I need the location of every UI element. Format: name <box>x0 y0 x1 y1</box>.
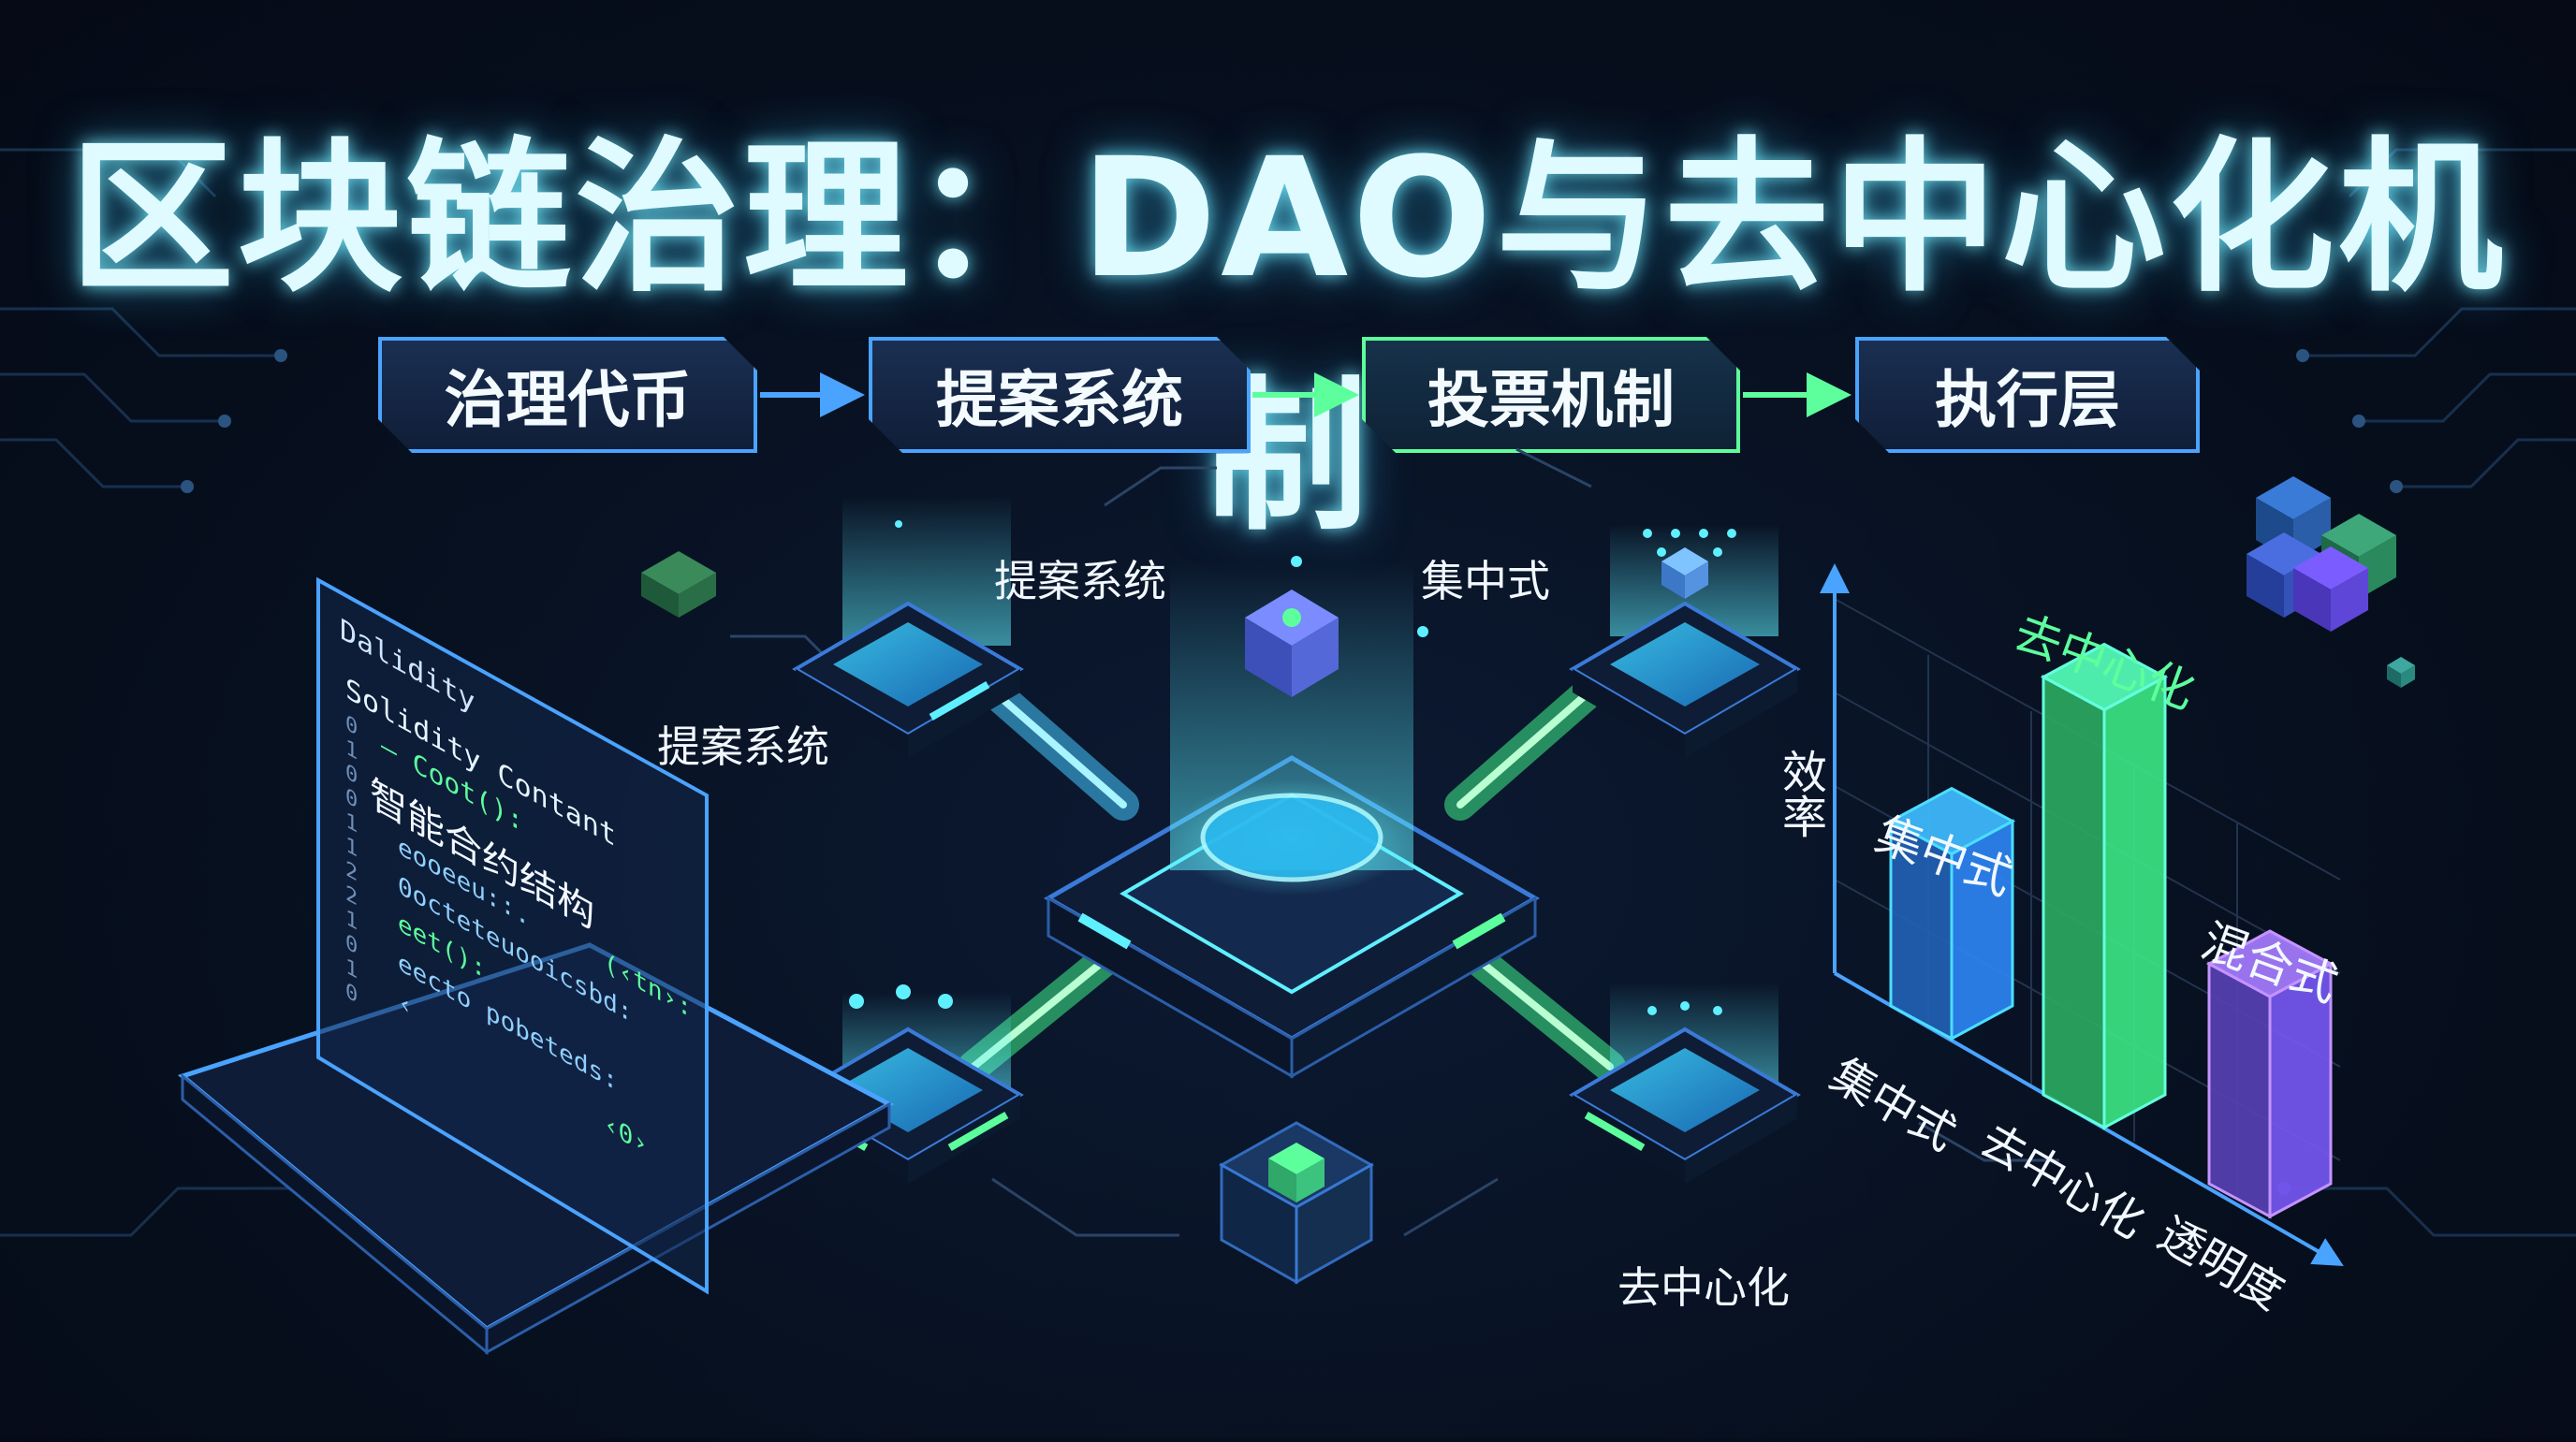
flow-step-label: 提案系统 <box>936 364 1183 436</box>
hub-cube <box>1245 590 1339 697</box>
flow-step-label: 执行层 <box>1935 364 2120 436</box>
chart-bar-face <box>2042 674 2106 1130</box>
chart-bar-face <box>2205 929 2334 998</box>
flow-step-token: 治理代币 <box>378 337 757 453</box>
network-label-bottom-right: 去中心化 <box>1617 1262 1790 1313</box>
page-title: 区块链治理：DAO与去中心化机制 <box>69 123 2507 553</box>
network-label-top-left: 提案系统 <box>994 556 1166 606</box>
chart-bar-face <box>1887 786 2016 856</box>
chart-bar-face <box>2040 642 2169 712</box>
node-bottom-right <box>1569 983 1801 1184</box>
node-top-right <box>1569 524 1801 758</box>
network-label-left: 提案系统 <box>657 721 829 772</box>
flow-step-label: 投票机制 <box>1427 364 1675 436</box>
chart-y-label: 效率 <box>1774 749 1826 838</box>
chart-bar <box>2040 642 2169 1130</box>
network-label-top-right: 集中式 <box>1421 556 1550 606</box>
chart-bar-face <box>2207 961 2272 1219</box>
chart-bar <box>2205 929 2334 1219</box>
bottom-cube <box>1218 1121 1375 1285</box>
flow-step-proposal: 提案系统 <box>869 337 1251 453</box>
flow-step-label: 治理代币 <box>444 364 692 436</box>
chart-bar-face <box>2102 674 2167 1130</box>
cube-cluster <box>2247 476 2415 688</box>
floating-cube-left <box>641 551 716 618</box>
chart-bar <box>1887 786 2016 1041</box>
node-top-left <box>792 496 1024 758</box>
flow-step-execution: 执行层 <box>1855 337 2200 453</box>
flow-step-voting: 投票机制 <box>1362 337 1740 453</box>
central-hub-node <box>1043 561 1541 1079</box>
